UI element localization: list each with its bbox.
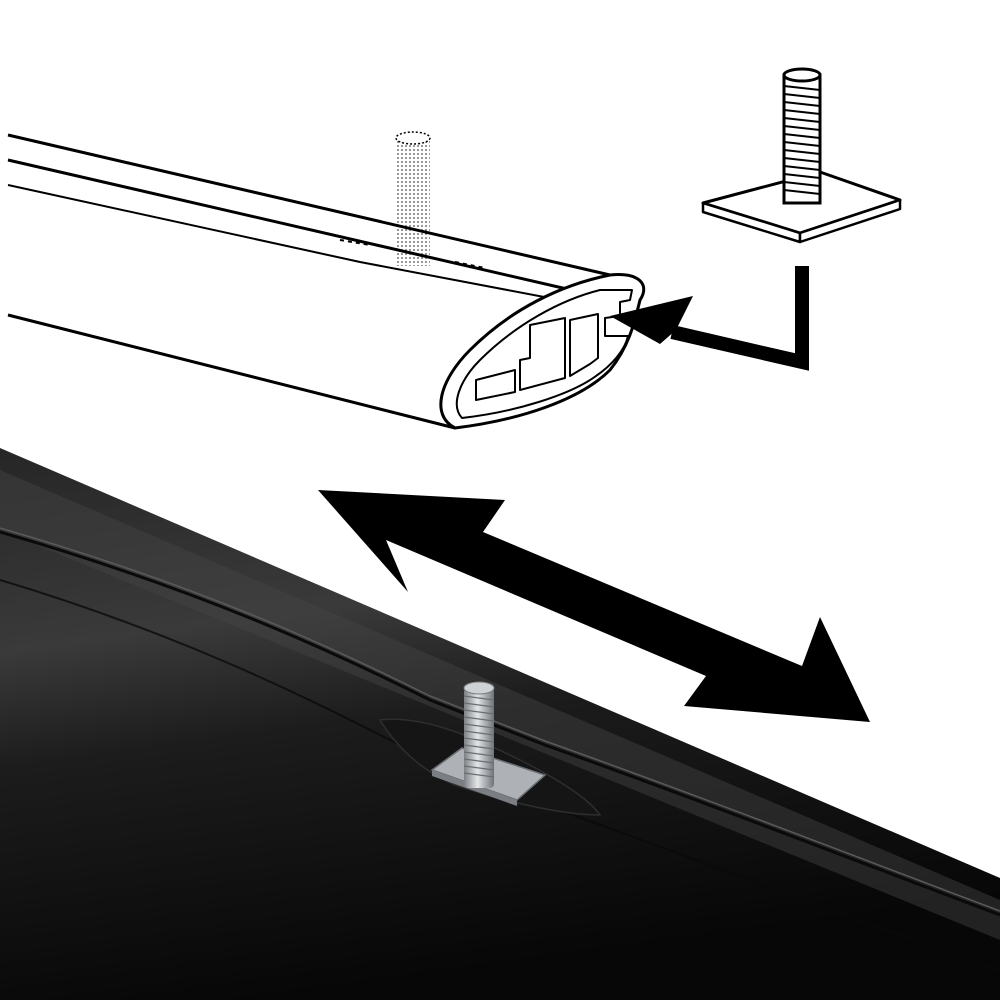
crossbar-highlight — [0, 470, 1000, 940]
crossbar-groove-upper — [0, 530, 1000, 917]
bar-top-inner-edge-2 — [7, 184, 561, 301]
t-bolt-cap-drawing — [782, 67, 822, 83]
photo-t-bolt — [430, 681, 547, 806]
bar-end-cavity-2 — [519, 317, 566, 391]
bar-slot-dashes — [339, 239, 486, 269]
t-bolt-top — [463, 681, 495, 695]
crossbar-profile-drawing — [7, 133, 646, 430]
bar-end-inner — [455, 289, 633, 419]
t-bolt — [701, 67, 902, 244]
double-headed-arrow — [318, 490, 870, 722]
bar-top-inner-edge — [7, 158, 581, 294]
bar-end-cavity-1 — [475, 369, 516, 401]
bar-end-outline — [439, 273, 646, 430]
bar-bottom-edge — [7, 313, 456, 430]
insert-arrow-head — [610, 296, 693, 344]
t-bolt-thread-lines — [783, 85, 821, 195]
insert-arrow — [610, 266, 809, 371]
t-bolt-threads — [463, 695, 495, 778]
ghost-bolt-top — [395, 131, 431, 145]
t-bolt-plate-side-right — [798, 198, 902, 244]
ghost-bolt-shaft — [396, 138, 430, 266]
black-crossbar-photo — [0, 448, 1000, 1000]
insert-arrow-line — [670, 266, 809, 371]
bar-end-cavity-3 — [569, 313, 599, 377]
crossbar-groove-shine — [0, 527, 1000, 912]
bar-top-edge — [7, 133, 611, 277]
ghost-bolt — [395, 131, 431, 266]
